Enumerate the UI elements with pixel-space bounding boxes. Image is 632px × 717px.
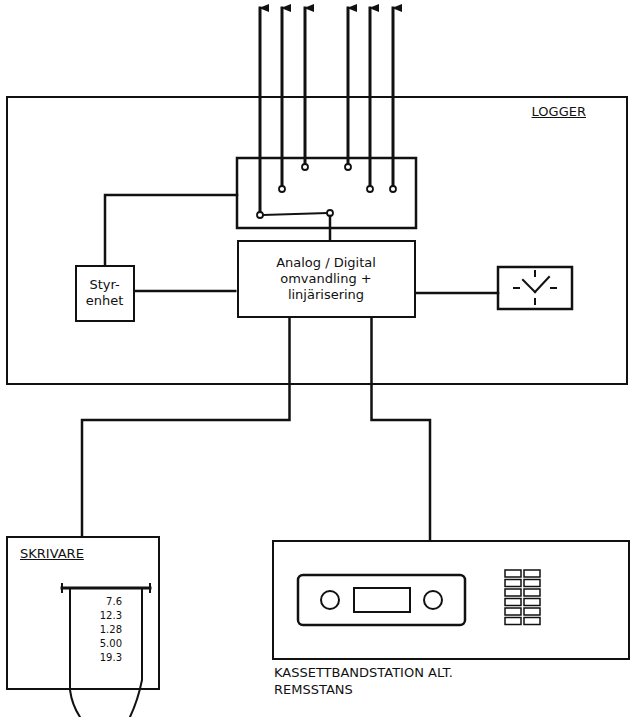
control-unit-box: Styr- enhet [75,265,135,322]
key [524,570,540,577]
printout-value: 5.00 [82,638,122,650]
key [505,618,521,625]
unit-heading: LOGGER [532,104,586,119]
clock-hand [535,277,549,292]
cassette-deck [298,575,465,625]
multiplexer-box [237,158,416,228]
wire [105,195,237,265]
unit-heading: SKRIVARE [20,546,84,561]
paper-strip [70,590,80,717]
clock-hand [523,280,535,292]
paper-slot [61,584,63,592]
key [505,608,521,615]
contact [302,164,308,170]
contact [390,186,396,192]
key [505,589,521,596]
tape-reel [424,591,442,609]
printout-value: 7.6 [82,596,122,608]
switch-arm [263,213,327,215]
converter-box: Analog / Digital omvandling + linjäriser… [237,240,416,318]
key [505,570,521,577]
key [505,599,521,606]
box-label: Styr- enhet [81,277,129,309]
printout-value: 1.28 [82,624,122,636]
key [524,608,540,615]
key [524,580,540,587]
paper-strip [130,590,142,717]
clock-tick [534,271,536,276]
contact [345,164,351,170]
printout-value: 19.3 [82,652,122,664]
key [524,599,540,606]
wire [416,292,498,295]
clock-tick [551,287,556,289]
key [505,580,521,587]
input-channel [259,8,262,212]
connector [135,290,237,293]
wire [329,216,332,240]
paper-slot [62,587,150,590]
cassette-station-box: KASSETTBANDSTATION ALT. REMSSTANS [272,540,630,660]
unit-heading: KASSETTBANDSTATION ALT. REMSSTANS [274,664,464,698]
connector [372,318,431,541]
printout-value: 12.3 [82,610,122,622]
clock-tick [534,299,536,304]
connector [82,318,290,537]
printer-box: SKRIVARE [6,536,160,690]
input-channel [304,8,307,164]
logger-housing: LOGGER Styr- enhet Analog / Digital omvand… [6,96,628,385]
tape-window [354,588,410,612]
tape-reel [321,591,339,609]
paper-slot [149,584,151,592]
key [524,589,540,596]
contact [279,186,285,192]
box-label: Analog / Digital omvandling + linjäriser… [263,255,390,303]
contact [367,186,373,192]
clock-tick [514,287,519,289]
clock-box [498,267,572,309]
key [524,618,540,625]
input-channel [347,8,350,164]
